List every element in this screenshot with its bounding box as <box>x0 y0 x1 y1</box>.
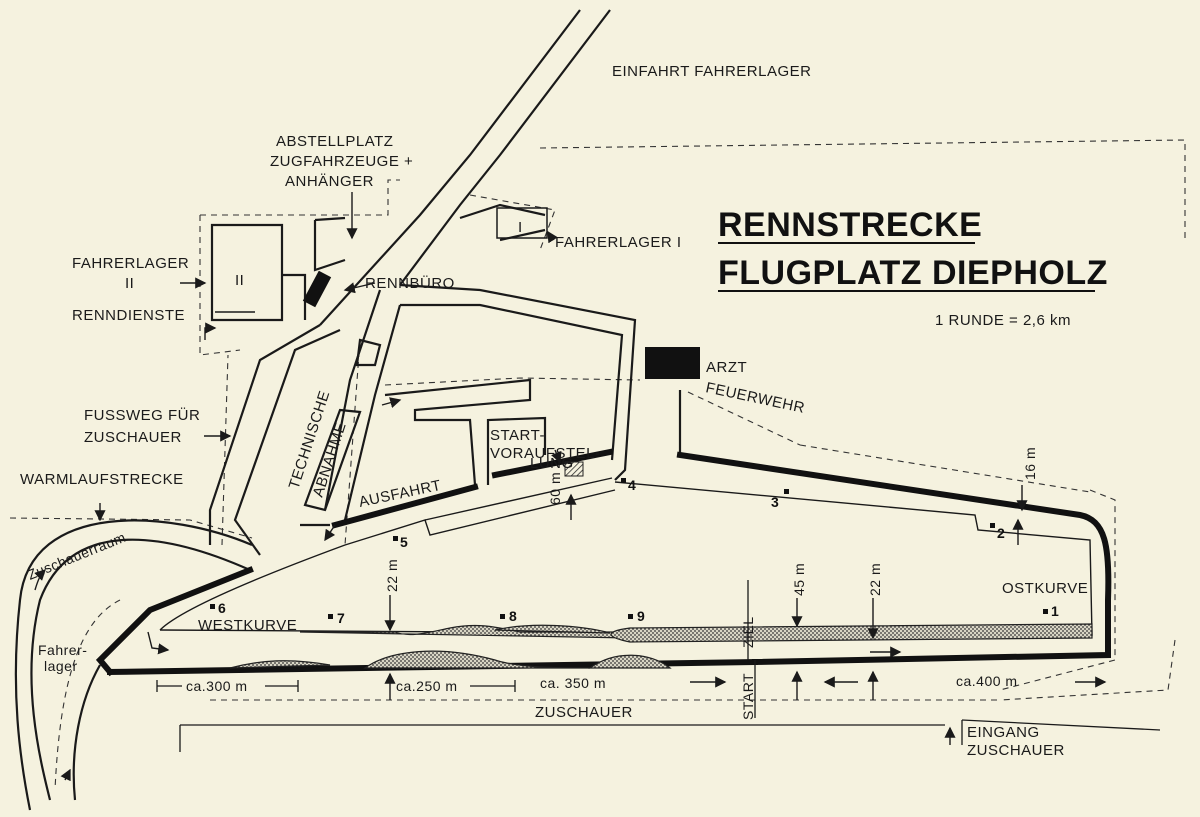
label-dist-250: ca.250 m <box>396 678 458 694</box>
label-ostkurve: OSTKURVE <box>1002 580 1088 597</box>
label-arzt: ARZT <box>706 359 747 376</box>
title-line1: RENNSTRECKE <box>718 206 982 244</box>
label-feuerwehr: FEUERWEHR <box>704 379 806 417</box>
label-einfahrt: EINFAHRT FAHRERLAGER <box>612 63 812 80</box>
label-width-22a: 22 m <box>384 559 400 592</box>
label-width-45: 45 m <box>791 563 807 596</box>
label-fahrerlager-small-1: Fahrer- <box>38 642 87 658</box>
label-start-vor-1: START- <box>490 427 545 444</box>
marker-8: 8 <box>509 608 517 624</box>
race-track <box>95 448 1112 677</box>
title-block: RENNSTRECKE FLUGPLATZ DIEPHOLZ 1 RUNDE =… <box>718 206 1108 329</box>
label-width-60: 60 m <box>547 472 563 505</box>
title-line2: FLUGPLATZ DIEPHOLZ <box>718 254 1108 292</box>
label-fussweg-2: ZUSCHAUER <box>84 429 182 446</box>
label-dist-400: ca.400 m <box>956 673 1018 689</box>
marker-3: 3 <box>771 494 779 510</box>
label-fahrerlager-2: FAHRERLAGER <box>72 255 189 272</box>
label-dist-300: ca.300 m <box>186 678 248 694</box>
marker-6: 6 <box>218 600 226 616</box>
label-fahrerlager-small-2: lager <box>44 658 78 674</box>
label-fahrerlager-1: FAHRERLAGER I <box>555 234 682 251</box>
arrows <box>34 192 1107 782</box>
label-renndienste: RENNDIENSTE <box>72 307 185 324</box>
label-abstell-3: ANHÄNGER <box>285 173 374 190</box>
marker-9: 9 <box>637 608 645 624</box>
marker-1: 1 <box>1051 603 1059 619</box>
access-roads <box>14 9 682 811</box>
label-fussweg-1: FUSSWEG FÜR <box>84 406 200 424</box>
label-zuschauerraum: Zuschauerraum <box>25 529 128 583</box>
marker-4: 4 <box>628 477 636 493</box>
marker-5: 5 <box>400 534 408 550</box>
boundary-lines <box>9 139 1186 791</box>
distance-lines <box>156 580 1161 752</box>
label-abstell-1: ABSTELLPLATZ <box>276 133 393 150</box>
label-eingang-2: ZUSCHAUER <box>967 742 1065 759</box>
label-start: START <box>740 673 756 720</box>
map-labels: EINFAHRT FAHRERLAGER ABSTELLPLATZ ZUGFAH… <box>20 63 1088 759</box>
label-width-16: 16 m <box>1022 447 1038 480</box>
label-zuschauer: ZUSCHAUER <box>535 704 633 721</box>
label-width-22b: 22 m <box>867 563 883 596</box>
label-rennbuero: RENNBÜRO <box>365 274 455 292</box>
label-fahrerlager-1-box: I <box>518 219 523 236</box>
lap-length: 1 RUNDE = 2,6 km <box>935 312 1071 329</box>
arzt-building <box>645 347 700 379</box>
label-start-vor-2: VORAUFSTEL- <box>490 445 601 462</box>
marker-7: 7 <box>337 610 345 626</box>
label-eingang-1: EINGANG <box>967 724 1040 741</box>
label-warmlauf: WARMLAUFSTRECKE <box>20 471 184 488</box>
label-ziel: ZIEL <box>740 616 756 648</box>
label-fahrerlager-2-num: II <box>125 275 134 292</box>
label-dist-350: ca. 350 m <box>540 675 606 691</box>
rennbuero-building <box>302 270 332 308</box>
label-fahrerlager-2-box: II <box>235 272 244 289</box>
marker-2: 2 <box>997 525 1005 541</box>
track-markers: 1 2 3 4 5 6 7 8 9 <box>210 477 1059 626</box>
label-abstell-2: ZUGFAHRZEUGE + <box>270 153 413 170</box>
label-westkurve: WESTKURVE <box>198 617 297 634</box>
label-start-vor-3: LUNG <box>530 455 574 472</box>
